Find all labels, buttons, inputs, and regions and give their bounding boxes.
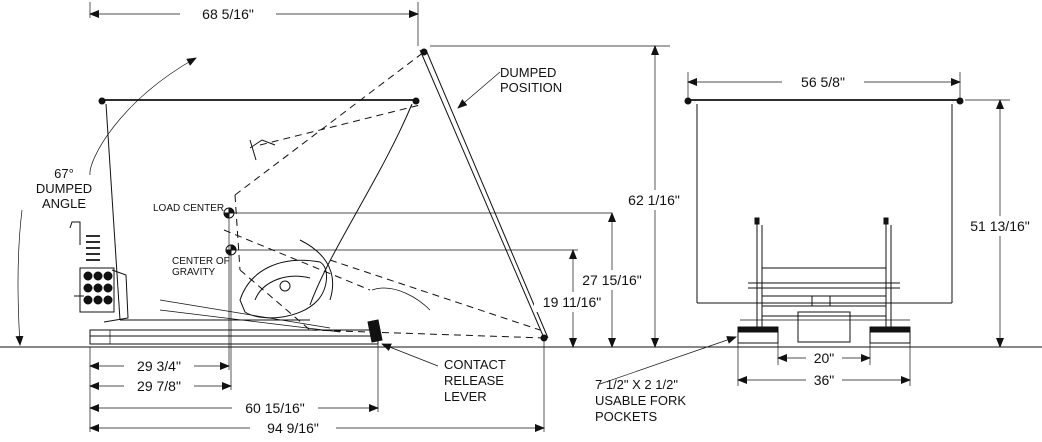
front-hopper-body: [684, 97, 964, 304]
load-center-label: LOAD CENTER: [153, 203, 224, 214]
cog-label-2: GRAVITY: [172, 267, 215, 278]
dim-29-7-8: [89, 376, 232, 394]
fork-pocket-left: [737, 326, 779, 344]
dumped-angle-label-3: ANGLE: [42, 196, 86, 211]
dim-overall-length: [89, 2, 419, 46]
front-frame: [740, 217, 910, 343]
dumped-position-outline: [223, 51, 546, 339]
dim-29-3-4-label: 29 3/4": [137, 358, 181, 374]
cog-label-1: CENTER OF: [172, 256, 230, 267]
fork-pocket-callout: [599, 336, 737, 385]
dim-29-7-8-label: 29 7/8": [137, 378, 181, 394]
dim-front-height-label: 51 13/16": [970, 218, 1029, 234]
dim-height-dumped: [430, 45, 688, 348]
dumped-angle-label-1: 67°: [54, 166, 74, 181]
dim-outer-width: [737, 343, 911, 388]
fork-pocket-label-3: POCKETS: [595, 409, 657, 424]
side-view: 68 5/16" DUMPED POSITION 67° DUMPED ANGL…: [0, 2, 730, 436]
dim-29-3-4: [89, 356, 230, 374]
dumped-position-callout: [457, 71, 501, 109]
hopper-body: [98, 97, 420, 321]
contact-release-label-1: CONTACT: [444, 357, 506, 372]
dim-pocket-spacing-label: 20": [814, 350, 835, 366]
front-view: 56 5/8" 51 13/16" 20" 36" 7 1: [595, 72, 1042, 424]
contact-release-label-2: RELEASE: [444, 373, 504, 388]
dumped-angle-label-2: DUMPED: [36, 181, 92, 196]
dumped-angle-arc: [15, 57, 197, 346]
dim-94-9-16: [89, 418, 545, 436]
base-frame: [89, 329, 379, 345]
dim-60-15-16: [89, 398, 379, 416]
dim-front-height: [914, 99, 1042, 348]
dim-front-width-label: 56 5/8": [801, 74, 845, 90]
dim-height-load-center-label: 27 15/16": [582, 272, 641, 288]
load-center-marker: [223, 207, 612, 219]
dumped-position-label-2: POSITION: [500, 80, 562, 95]
fork-pocket-label-2: USABLE FORK: [595, 393, 686, 408]
contact-release-label-3: LEVER: [444, 389, 487, 404]
cradle-rocker: [159, 239, 341, 333]
fork-pocket-right: [869, 326, 911, 344]
dumped-position-label-1: DUMPED: [500, 65, 556, 80]
contact-release-lever: [367, 319, 383, 412]
dim-94-9-16-label: 94 9/16": [267, 420, 319, 436]
dim-height-cog: [534, 249, 610, 348]
dim-pocket-spacing: [777, 343, 871, 366]
latch-mechanism: [69, 221, 129, 323]
dim-front-width: [687, 72, 961, 98]
fork-pocket-label-1: 7 1/2" X 2 1/2": [595, 377, 678, 392]
dim-overall-length-label: 68 5/16": [202, 6, 254, 22]
dim-height-load-center: [574, 212, 652, 348]
dim-height-dumped-label: 62 1/16": [628, 192, 680, 208]
center-of-gravity-marker: [225, 244, 578, 256]
dim-outer-width-label: 36": [814, 372, 835, 388]
dim-60-15-16-label: 60 15/16": [245, 400, 304, 416]
dim-height-cog-label: 19 11/16": [543, 294, 601, 310]
contact-release-callout: [381, 343, 439, 367]
dumped-rim: [419, 48, 549, 342]
